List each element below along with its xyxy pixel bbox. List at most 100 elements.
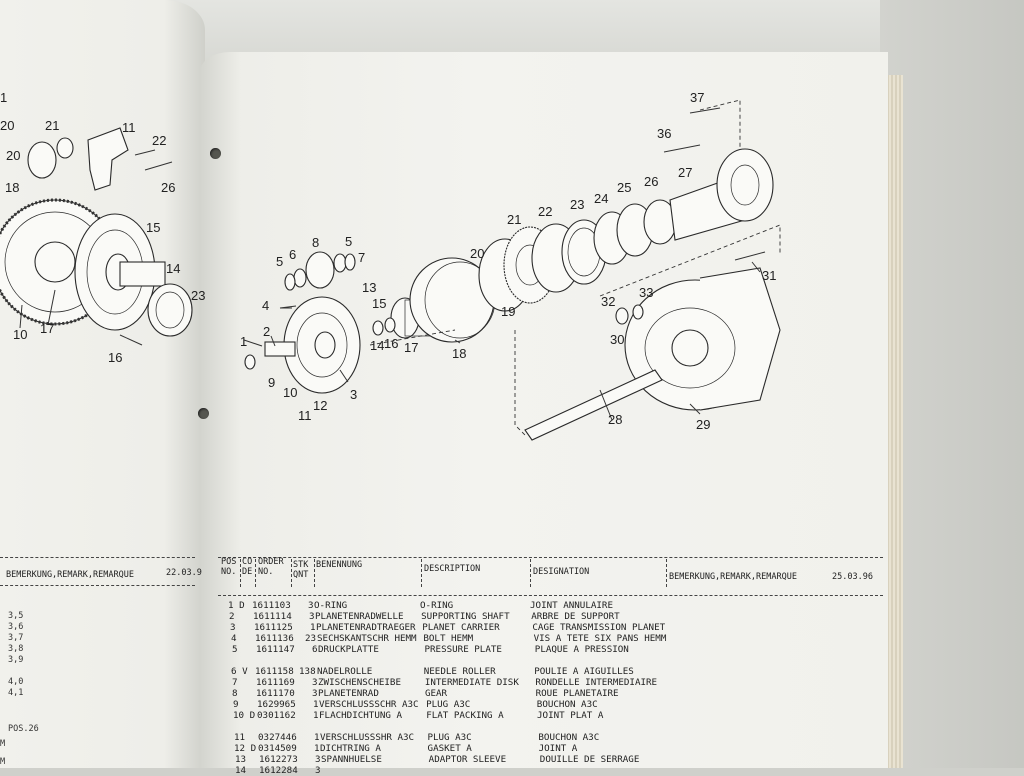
svg-text:10: 10 — [13, 327, 27, 342]
left-value: 4,0 — [8, 677, 24, 687]
svg-text:2: 2 — [263, 324, 270, 339]
pos-cell: 8 — [232, 688, 238, 699]
benennung-cell: VERSCHLUSSSCHR A3C — [319, 699, 419, 710]
order-no-cell: 1611170 — [256, 688, 295, 699]
svg-text:7: 7 — [358, 250, 365, 265]
description-cell: GEAR — [424, 688, 448, 699]
order-no-cell: 1611147 — [256, 644, 295, 655]
binder-hole — [210, 148, 221, 159]
col-remark: BEMERKUNG,REMARK,REMARQUE — [669, 572, 797, 582]
svg-text:26: 26 — [644, 174, 658, 189]
svg-text:26: 26 — [161, 180, 175, 195]
description-cell: SUPPORTING SHAFT — [421, 611, 510, 622]
left-value: M — [0, 757, 6, 767]
col-order: ORDER NO. — [258, 557, 284, 577]
description-cell: ADAPTOR SLEEVE — [428, 754, 507, 765]
left-value: M — [0, 739, 6, 749]
description-cell: FLAT PACKING A — [426, 710, 504, 721]
svg-text:20: 20 — [6, 148, 20, 163]
order-no-cell: 0314509 — [258, 743, 297, 754]
svg-text:20: 20 — [0, 118, 14, 133]
left-callouts: 1 20 21 11 22 20 18 26 15 14 23 10 17 16 — [0, 90, 205, 365]
description-cell: PLUG A3C — [427, 732, 472, 743]
svg-text:14: 14 — [166, 261, 180, 276]
svg-text:17: 17 — [40, 321, 54, 336]
pos-cell: 2 — [229, 611, 235, 622]
order-no-cell: 1612273 — [259, 754, 298, 765]
benennung-cell: FLACHDICHTUNG A — [319, 710, 402, 721]
right-page-drawing — [243, 99, 781, 441]
col-designation: DESIGNATION — [533, 567, 590, 577]
left-value: 3,5 — [8, 611, 24, 621]
benennung-cell: PLANETENRADTRAEGER — [316, 622, 416, 633]
designation-cell: ROUE PLANETAIRE — [535, 688, 619, 699]
qty-cell: 1 — [313, 699, 319, 710]
svg-text:18: 18 — [452, 346, 466, 361]
qty-cell: 3 — [312, 688, 318, 699]
qty-cell: 23 — [305, 633, 317, 644]
description-cell: BOLT HEMM — [423, 633, 474, 644]
designation-cell: ARBRE DE SUPPORT — [531, 611, 620, 622]
benennung-cell: VERSCHLUSSSHR A3C — [320, 732, 415, 743]
qty-cell: 1 — [313, 710, 319, 721]
pos-cell: 14 — [235, 765, 247, 776]
svg-text:30: 30 — [610, 332, 624, 347]
svg-text:31: 31 — [762, 268, 776, 283]
order-no-cell: 1611114 — [253, 611, 292, 622]
svg-text:28: 28 — [608, 412, 622, 427]
left-value: 4,1 — [8, 688, 24, 698]
svg-text:15: 15 — [146, 220, 160, 235]
svg-text:5: 5 — [276, 254, 283, 269]
left-page-drawing — [0, 127, 193, 346]
qty-cell: 3 — [309, 611, 315, 622]
diagram-callouts: 37 36 27 26 25 24 23 22 21 20 19 18 17 1… — [240, 90, 776, 432]
order-no-cell: 1611158 — [255, 666, 294, 677]
pos-cell: 13 — [235, 754, 247, 765]
svg-text:16: 16 — [384, 336, 398, 351]
designation-cell: DOUILLE DE SERRAGE — [539, 754, 640, 765]
qty-cell: 3 — [312, 677, 318, 688]
svg-text:15: 15 — [372, 296, 386, 311]
svg-text:23: 23 — [191, 288, 205, 303]
benennung-cell: NADELROLLE — [317, 666, 373, 677]
left-value: POS.26 — [8, 724, 39, 734]
col-code: CO DE — [242, 557, 253, 577]
binder-hole — [198, 408, 209, 419]
svg-text:10: 10 — [283, 385, 297, 400]
qty-cell: 138 — [299, 666, 316, 677]
pos-cell: 6 V — [231, 666, 248, 677]
pos-cell: 1 D — [228, 600, 245, 611]
svg-text:18: 18 — [5, 180, 19, 195]
benennung-cell: O-RING — [314, 600, 348, 611]
svg-text:27: 27 — [678, 165, 692, 180]
designation-cell: JOINT A — [538, 743, 578, 754]
benennung-cell: SPANNHUELSE — [321, 754, 382, 765]
left-value: 3,9 — [8, 655, 24, 665]
order-no-cell: 1611125 — [254, 622, 293, 633]
svg-text:4: 4 — [262, 298, 269, 313]
order-no-cell: 1611136 — [255, 633, 294, 644]
description-cell: PRESSURE PLATE — [424, 644, 502, 655]
svg-text:14: 14 — [370, 338, 384, 353]
designation-cell: PLAQUE A PRESSION — [534, 644, 629, 655]
pos-cell: 5 — [232, 644, 238, 655]
svg-text:11: 11 — [122, 120, 136, 135]
left-table-header: BEMERKUNG,REMARK,REMARQUE 22.03.9 — [0, 557, 202, 587]
left-page — [0, 0, 205, 768]
left-value: 3,6 — [8, 622, 24, 632]
table-surface — [880, 0, 1024, 768]
col-stk: STK QNT — [293, 560, 309, 580]
description-cell: PLUG A3C — [426, 699, 471, 710]
benennung-cell: PLANETENRAD — [318, 688, 379, 699]
svg-text:13: 13 — [362, 280, 376, 295]
right-page — [200, 52, 888, 768]
